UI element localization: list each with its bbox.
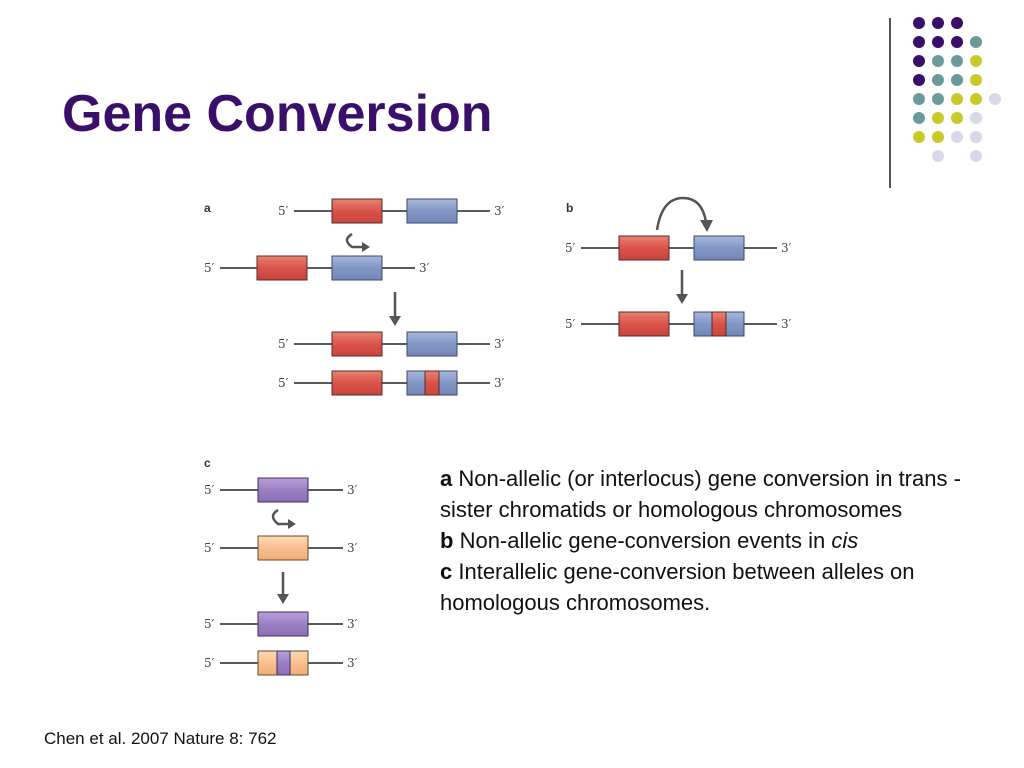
five-prime-label: 5′ xyxy=(204,541,215,555)
red-gene-box xyxy=(256,255,308,281)
converted-red-tract xyxy=(711,311,727,337)
purple-allele-box xyxy=(257,611,309,637)
figure-caption: a Non-allelic (or interlocus) gene conve… xyxy=(440,463,1005,618)
caption-c-label: c xyxy=(440,559,453,584)
five-prime-label: 5′ xyxy=(204,617,215,631)
blue-gene-box xyxy=(693,235,745,261)
red-gene-box xyxy=(618,235,670,261)
three-prime-label: 3′ xyxy=(347,656,358,670)
panel-b-label: b xyxy=(566,201,573,215)
panel-c-label: c xyxy=(204,456,211,470)
red-gene-box xyxy=(331,370,383,396)
five-prime-label: 5′ xyxy=(204,483,215,497)
red-gene-box xyxy=(331,198,383,224)
three-prime-label: 3′ xyxy=(494,337,505,351)
three-prime-label: 3′ xyxy=(781,317,792,331)
blue-gene-box xyxy=(406,331,458,357)
citation: Chen et al. 2007 Nature 8: 762 xyxy=(44,729,277,748)
curved-arrow-icon xyxy=(345,232,364,249)
caption-b-label: b xyxy=(440,528,454,553)
decorative-dot-grid xyxy=(913,17,1001,162)
blue-gene-box xyxy=(331,255,383,281)
caption-c: c Interallelic gene-conversion between a… xyxy=(440,556,1005,618)
peach-allele-box xyxy=(257,535,309,561)
caption-a-text: Non-allelic (or interlocus) gene convers… xyxy=(440,466,961,522)
caption-b-emphasis: cis xyxy=(831,528,859,553)
five-prime-label: 5′ xyxy=(278,337,289,351)
three-prime-label: 3′ xyxy=(419,261,430,275)
title-divider-line xyxy=(889,18,891,188)
curved-arrow-icon xyxy=(655,196,708,231)
five-prime-label: 5′ xyxy=(204,261,215,275)
panel-a-label: a xyxy=(204,201,211,215)
panel-c: c 5′ 3′ 5′ 3′ 5′ 3′ 5′ 3′ xyxy=(204,456,358,676)
three-prime-label: 3′ xyxy=(781,241,792,255)
purple-allele-box xyxy=(257,477,309,503)
three-prime-label: 3′ xyxy=(347,617,358,631)
three-prime-label: 3′ xyxy=(347,483,358,497)
caption-b-text: Non-allelic gene-conversion events in xyxy=(453,528,832,553)
panel-a: a 5′ 3′ 5′ 3′ 5′ 3′ 5′ 3′ xyxy=(204,198,505,396)
five-prime-label: 5′ xyxy=(565,317,576,331)
red-gene-box xyxy=(618,311,670,337)
caption-a: a Non-allelic (or interlocus) gene conve… xyxy=(440,463,1005,525)
caption-c-text: Interallelic gene-conversion between all… xyxy=(440,559,915,615)
gene-conversion-diagram: a 5′ 3′ 5′ 3′ 5′ 3′ 5′ 3′ b xyxy=(204,196,792,676)
caption-a-label: a xyxy=(440,466,453,491)
slide-title: Gene Conversion xyxy=(62,85,493,143)
five-prime-label: 5′ xyxy=(204,656,215,670)
curved-arrow-icon xyxy=(271,508,290,526)
five-prime-label: 5′ xyxy=(278,376,289,390)
five-prime-label: 5′ xyxy=(565,241,576,255)
red-gene-box xyxy=(331,331,383,357)
converted-red-tract xyxy=(424,370,440,396)
panel-b: b 5′ 3′ 5′ 3′ xyxy=(565,196,792,337)
caption-b: b Non-allelic gene-conversion events in … xyxy=(440,525,1005,556)
converted-purple-tract xyxy=(276,650,291,676)
five-prime-label: 5′ xyxy=(278,204,289,218)
three-prime-label: 3′ xyxy=(494,204,505,218)
three-prime-label: 3′ xyxy=(347,541,358,555)
three-prime-label: 3′ xyxy=(494,376,505,390)
blue-gene-box xyxy=(406,198,458,224)
